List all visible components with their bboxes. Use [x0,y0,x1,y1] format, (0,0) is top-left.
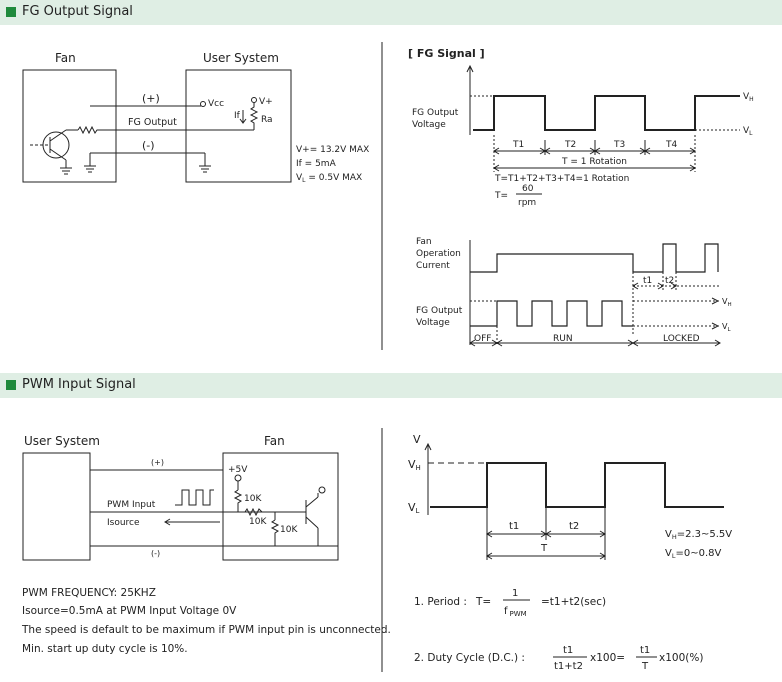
fan-locked-label: LOCKED [663,334,700,344]
duty-den-1: t1+t2 [554,661,583,672]
duty-rhs: x100(%) [659,652,703,664]
fg-spec-vplus: V+= 13.2V MAX [296,145,369,155]
fg-ylabel-2: Voltage [412,120,446,130]
pwm-t1-label: t1 [509,521,519,532]
ra-label: Ra [261,115,273,125]
period-rhs: =t1+t2(sec) [541,596,606,608]
fg-plus-label: (+) [142,92,160,105]
fg-waveform [473,95,740,131]
fan-t1-label: t1 [643,276,652,286]
pwm-note-frequency: PWM FREQUENCY: 25KHZ [22,587,156,599]
fg-output-label: FG Output [128,117,177,128]
fg-fan-box [22,69,117,183]
pwm-r2-label: 10K [249,517,267,527]
pwm-v5-label: +5V [228,465,248,475]
fg-formula-2-lhs: T= [494,191,508,201]
pwm-v-axis-label: V [413,433,421,446]
fan-vl-label: VL [722,322,731,333]
pwm-plus-label: (+) [151,458,164,467]
fg-section-header: FG Output Signal [0,0,782,25]
pwm-note-startup: Min. start up duty cycle is 10%. [22,643,188,655]
pwm-section-header: PWM Input Signal [0,373,782,398]
period-label: 1. Period : [414,596,467,608]
duty-num-1: t1 [563,645,573,656]
pwm-user-label: User System [24,434,100,448]
pwm-section-title: PWM Input Signal [22,377,136,392]
pwm-t-label: T [540,543,548,554]
pwm-vl-label: VL [408,501,420,515]
r3-resistor [270,519,280,540]
fg-vl-label: VL [743,126,753,137]
fg-spec-vl: VL = 0.5V MAX [296,173,362,184]
fan-current-label-3: Current [416,261,450,271]
pwm-t2-label: t2 [569,521,579,532]
fg-minus-label: (-) [142,139,155,152]
r2-resistor [244,507,263,517]
fan-fg-waveform [470,300,633,327]
fg-ylabel-1: FG Output [412,108,459,118]
vplus-label: V+ [259,97,273,107]
fg-t3-label: T3 [613,140,625,150]
pwm-pulse-icon [175,489,214,506]
pwm-fan-box [222,452,339,561]
pwm-spec-vh: VH=2.3~5.5V [665,529,732,541]
fg-section-title: FG Output Signal [22,4,133,19]
period-lhs: T= [475,596,491,608]
fan-current-label-1: Fan [416,237,432,247]
fan-t2-label: t2 [665,276,674,286]
pwm-isource-label: Isource [107,518,140,528]
pwm-input-label: PWM Input [107,500,156,510]
fg-vh-label: VH [743,92,754,103]
fg-formula-2-den: rpm [518,198,536,208]
fan-off-label: OFF [474,334,491,344]
duty-mid: x100= [590,652,625,664]
pwm-fan-label: Fan [264,434,285,448]
pwm-note-isource: Isource=0.5mA at PWM Input Voltage 0V [22,605,237,617]
pwm-note-default: The speed is default to be maximum if PW… [22,624,391,636]
fg-fan-label: Fan [55,51,76,65]
pwm-user-box [22,452,91,561]
pwm-r1-label: 10K [244,494,262,504]
pwm-minus-label: (-) [151,549,160,558]
fg-t4-label: T4 [665,140,677,150]
fg-rotation-label: T = 1 Rotation [561,157,627,167]
period-num: 1 [512,588,518,599]
fg-formula-1: T=T1+T2+T3+T4=1 Rotation [494,174,629,184]
pwm-waveform [430,462,724,508]
fg-pullup-resistor [77,125,104,135]
fg-spec-if: If = 5mA [296,159,337,169]
fan-current-waveform [470,243,719,273]
section-marker [6,7,16,17]
duty-den-2: T [641,661,649,672]
vplus-terminal [251,97,257,103]
fg-t1-label: T1 [512,140,524,150]
r1-resistor [233,489,243,512]
fan-current-label-2: Operation [416,249,461,259]
section-marker [6,380,16,390]
fg-signal-title: [ FG Signal ] [408,47,485,60]
if-label: If [234,111,241,121]
fan-fg-label-1: FG Output [416,306,463,316]
fan-run-label: RUN [553,334,573,344]
fg-t2-label: T2 [564,140,576,150]
v5-terminal [234,474,242,482]
pwm-r3-label: 10K [280,525,298,535]
ra-resistor [249,103,259,127]
pwm-spec-vl: VL=0~0.8V [665,548,721,560]
fan-vh-label: VH [722,297,732,308]
pwm-vh-label: VH [408,458,421,472]
duty-num-2: t1 [640,645,650,656]
vcc-terminal [200,101,206,107]
vcc-label: Vcc [208,99,224,109]
fan-fg-label-2: Voltage [416,318,450,328]
fg-user-box [185,69,292,183]
fg-user-label: User System [203,51,279,65]
fg-formula-2-num: 60 [522,184,534,194]
duty-label: 2. Duty Cycle (D.C.) : [414,652,525,664]
